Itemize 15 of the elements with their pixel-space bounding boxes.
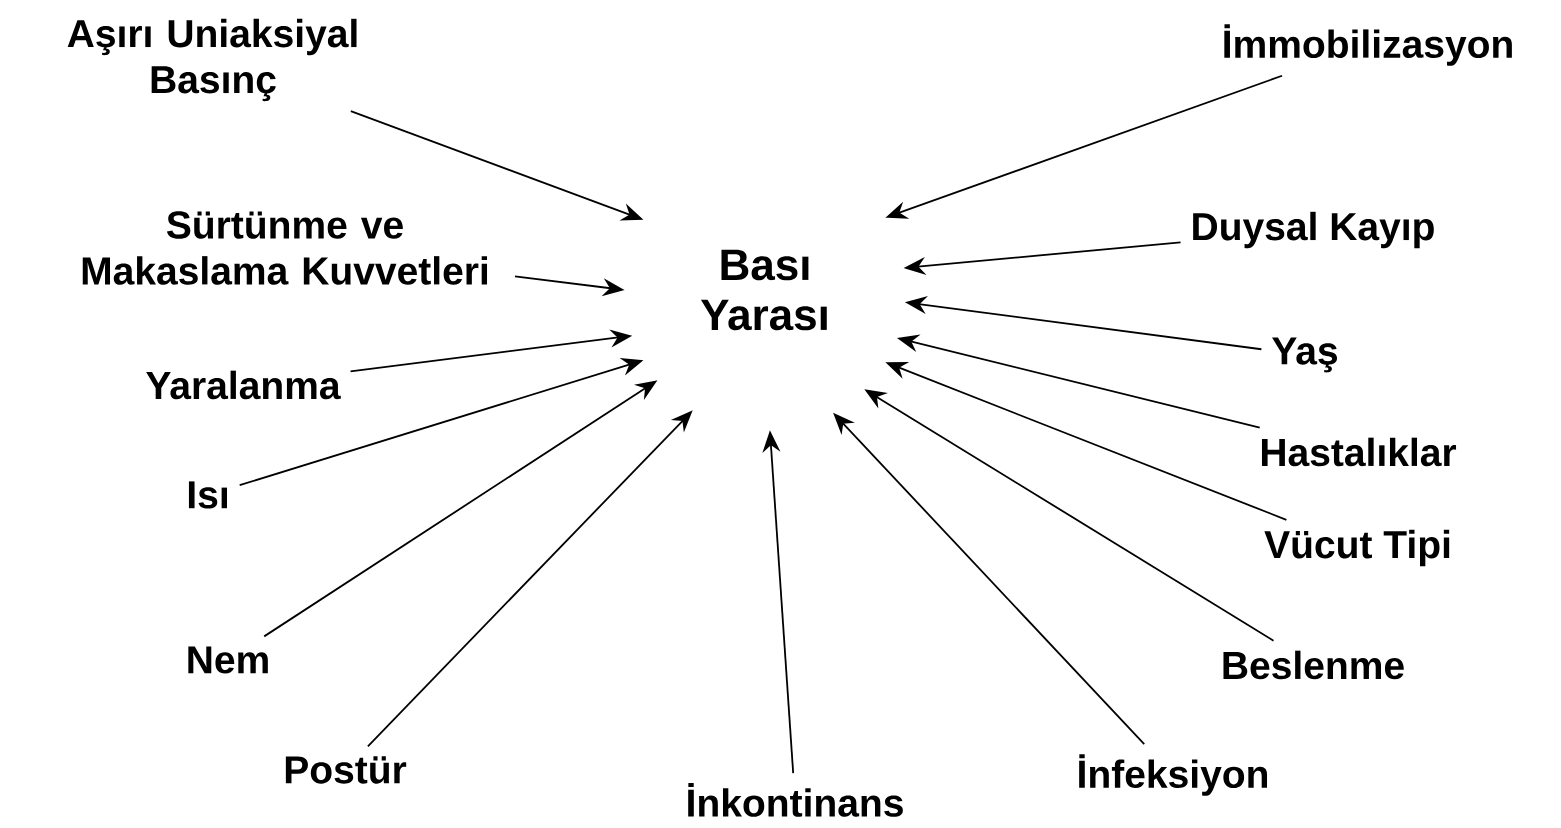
factor-label: Sürtünme ve Makaslama Kuvvetleri [82,211,487,285]
factor-label: Vücut Tipi [1264,529,1450,567]
center-label: Bası Yarası [700,249,827,331]
factor-label: Beslenme [1223,650,1404,680]
factor-label: Postür [285,756,407,784]
factor-label: İmmobilizasyon [1224,24,1512,66]
factor-label: Nem [188,646,268,674]
factor-label: İnfeksiyon [1079,754,1268,796]
factor-label: Isı [188,481,227,509]
factor-label: İnkontinans [688,783,903,817]
factor-label: Yaralanma [146,370,341,400]
factor-label: Aşırı Uniaksiyal Basınç [67,18,357,102]
factor-label: Yaş [1272,337,1337,373]
factor-label: Duysal Kayıp [1193,211,1434,249]
factor-label: Hastalıklar [1262,437,1457,467]
